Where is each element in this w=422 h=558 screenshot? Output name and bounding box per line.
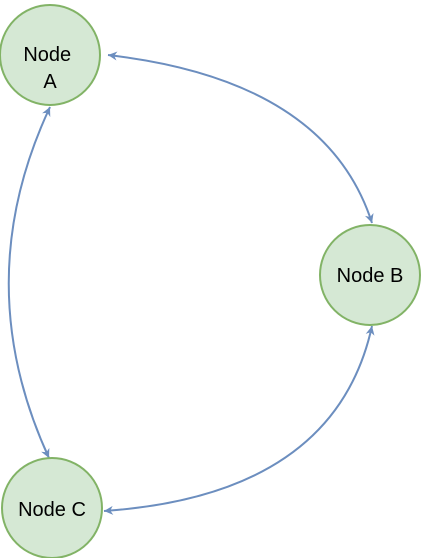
node-a[interactable]: Node A [0, 4, 101, 106]
node-a-label-line-1: Node [23, 44, 71, 66]
edge-b-c [103, 325, 375, 515]
edge-a-b [107, 51, 374, 224]
node-b-circle [319, 224, 421, 326]
node-b[interactable]: Node B [319, 224, 421, 326]
node-a-label: Node A [23, 44, 76, 93]
node-a-label-line-2: A [43, 71, 57, 93]
node-c-label: Node C [18, 499, 86, 521]
node-b-label: Node B [337, 265, 404, 287]
node-a-circle [0, 4, 101, 106]
edge-c-a [7, 106, 51, 459]
node-c-circle [1, 457, 103, 558]
node-c[interactable]: Node C [1, 457, 103, 558]
